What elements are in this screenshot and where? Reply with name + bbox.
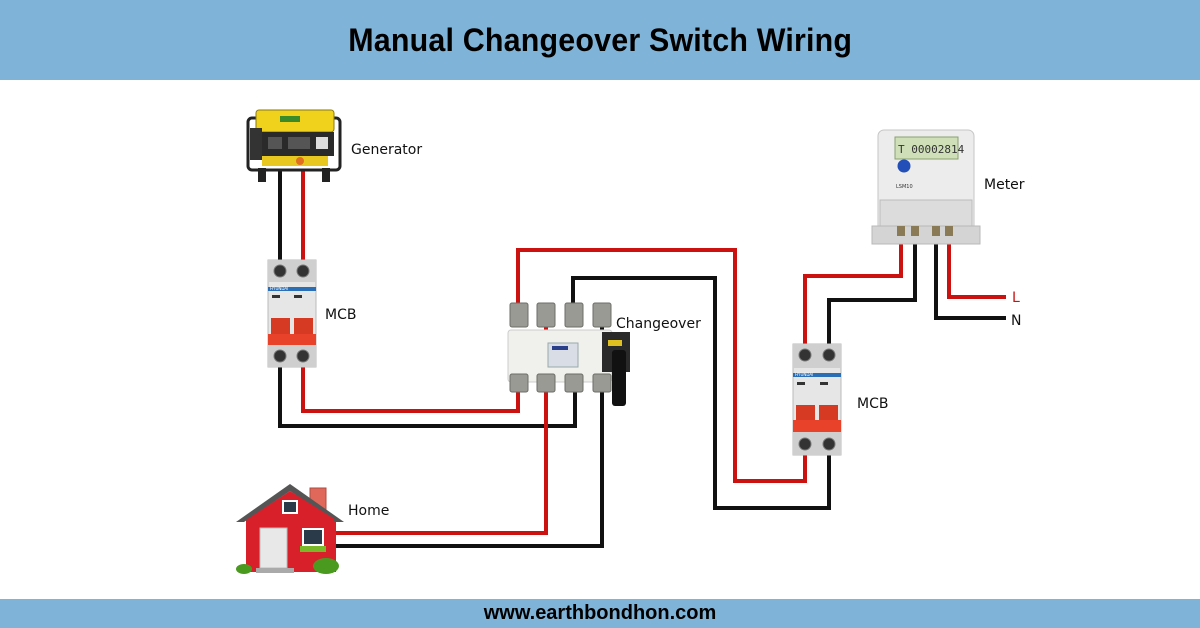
energy-meter: T 00002814 LSM10 (871, 129, 981, 245)
mcb-meter-label: MCB (857, 396, 888, 412)
changeover-label: Changeover (616, 316, 701, 332)
home-label: Home (348, 503, 389, 519)
generator-label: Generator (351, 142, 422, 158)
meter-display: T 00002814 (898, 143, 965, 156)
mcb-generator-label: MCB (325, 307, 356, 323)
home-icon (236, 484, 344, 574)
generator-icon (246, 109, 342, 182)
mcb-generator: HYUNDAI (267, 259, 317, 368)
wire-meter-neutral-supply (934, 232, 1006, 320)
footer-banner: www.earthbondhon.com (0, 599, 1200, 628)
website-url[interactable]: www.earthbondhon.com (483, 602, 717, 624)
page-title: Manual Changeover Switch Wiring (348, 21, 852, 58)
wire-meter-live-supply (947, 232, 1006, 299)
changeover-switch (507, 302, 630, 406)
wire-mcb-gen-live-to-changeover (301, 362, 520, 413)
mcb-generator-handle (268, 334, 316, 345)
wire-mcb-meter-neutral-to-meter (827, 232, 917, 350)
mcb-meter-brand: HYUNDAI (795, 372, 813, 377)
wire-mcb-gen-neutral-to-changeover (278, 362, 577, 428)
line-terminal-label: L (1012, 290, 1020, 306)
meter-label: Meter (984, 177, 1025, 193)
wire-changeover-live-to-mcb-meter (516, 248, 807, 483)
meter-model: LSM10 (896, 184, 913, 190)
header-banner: Manual Changeover Switch Wiring (0, 0, 1200, 80)
mcb-meter-handle (793, 420, 841, 432)
wire-changeover-neutral-to-mcb-meter (571, 276, 831, 510)
mcb-generator-brand: HYUNDAI (270, 286, 288, 291)
wire-mcb-meter-live-to-meter (803, 232, 903, 350)
mcb-meter: HYUNDAI (792, 343, 842, 456)
neutral-terminal-label: N (1011, 313, 1021, 329)
